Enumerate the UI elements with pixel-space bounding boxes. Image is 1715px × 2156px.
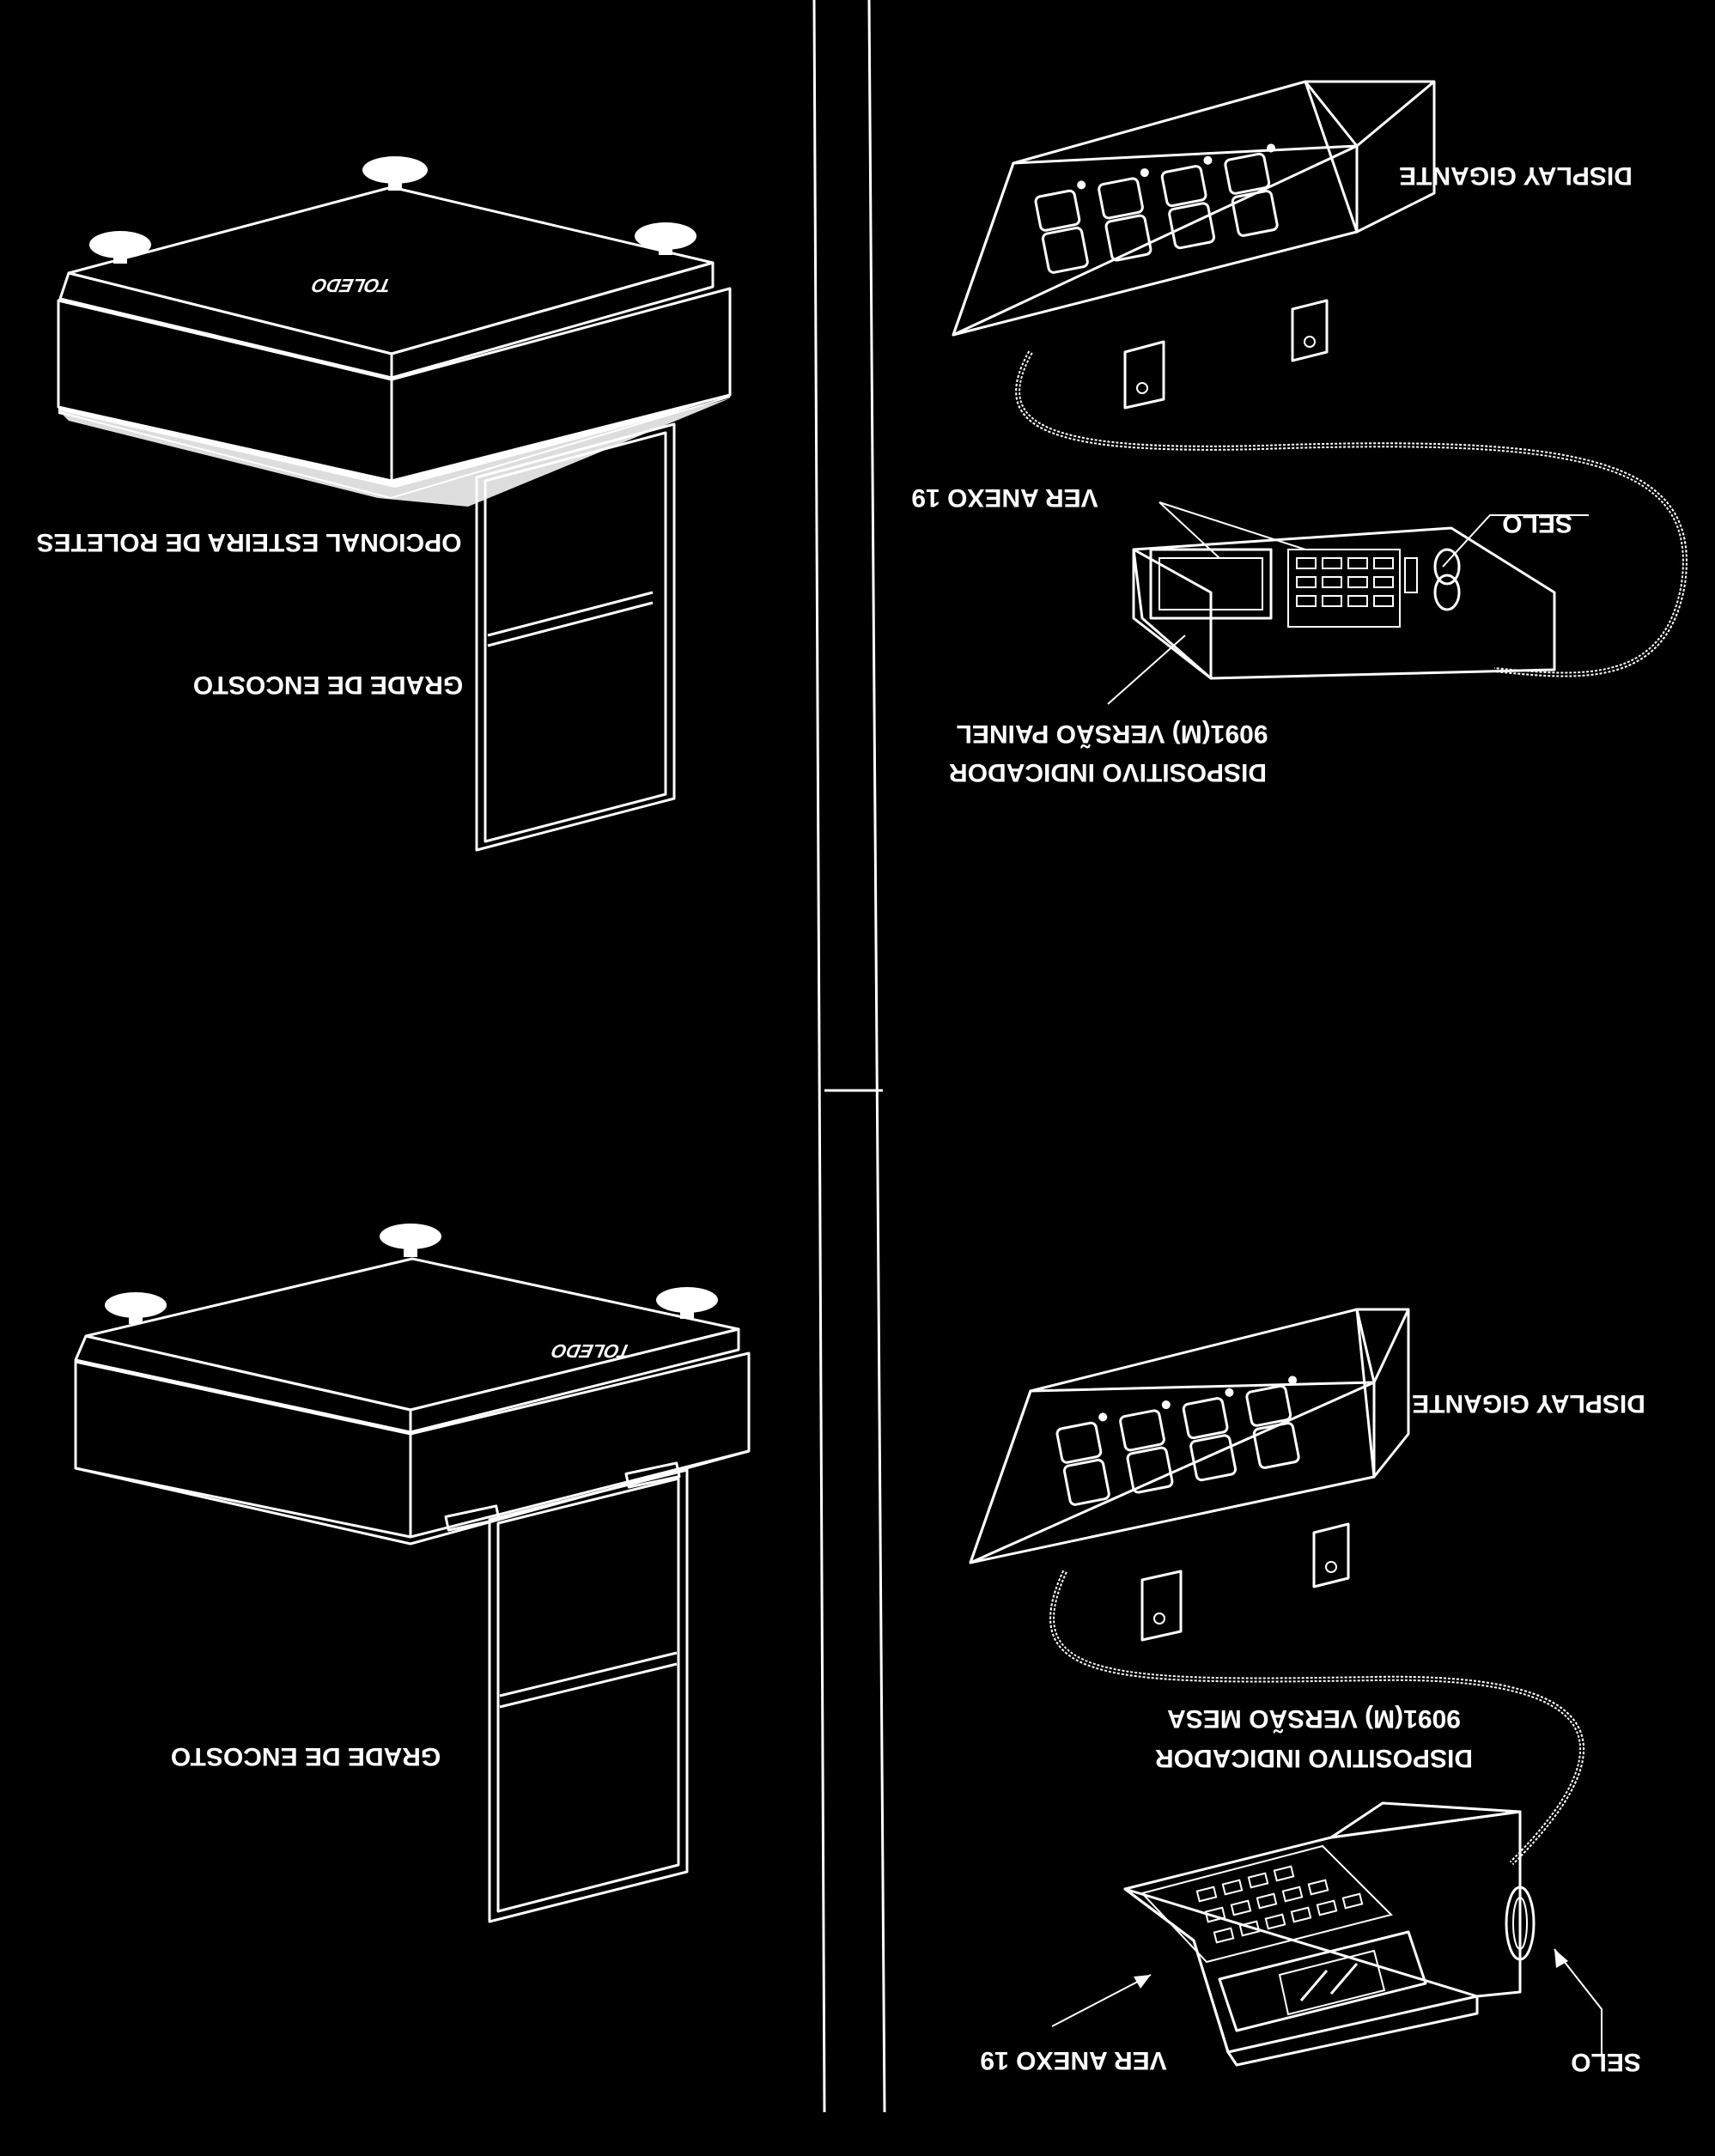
labels: OPCIONAL ESTEIRA DE ROLETES GRADE DE ENC…	[36, 161, 1645, 2076]
backrest-grid-bottom	[488, 1468, 689, 1923]
segment-digits-top	[1034, 143, 1279, 274]
segment-digits-bottom	[1055, 1376, 1300, 1506]
label-indicator-panel-line1: DISPOSITIVO INDICADOR	[949, 758, 1267, 786]
scale-platform-bottom: TOLEDO	[74, 1224, 751, 1546]
label-indicator-panel-line2: 9091(M) VERSÃO PAINEL	[957, 720, 1268, 749]
label-backrest-top: GRADE DE ENCOSTO	[193, 671, 464, 699]
panel-indicator-top	[1107, 501, 1589, 705]
giant-display-top	[952, 80, 1436, 410]
label-indicator-desk-line1: DISPOSITIVO INDICADOR	[1155, 1744, 1473, 1772]
label-roller-option: OPCIONAL ESTEIRA DE ROLETES	[36, 528, 461, 556]
label-seal-top: SELO	[1502, 509, 1572, 537]
scale-platform-top: TOLEDO	[57, 156, 732, 507]
label-indicator-desk-line2: 9091(M) VERSÃO MESA	[1167, 1704, 1461, 1734]
brand-label-top: TOLEDO	[310, 275, 392, 296]
cable-bottom	[1049, 1570, 1585, 1866]
cable-top	[1015, 350, 1688, 677]
label-display-bottom: DISPLAY GIGANTE	[1412, 1389, 1645, 1418]
brand-label-bottom: TOLEDO	[550, 1340, 632, 1362]
label-display-top: DISPLAY GIGANTE	[1399, 161, 1633, 190]
label-backrest-bottom: GRADE DE ENCOSTO	[171, 1742, 441, 1770]
center-divider	[812, 0, 886, 2113]
backrest-grid-top	[475, 422, 676, 852]
label-seal-bottom: SELO	[1571, 2048, 1641, 2076]
label-see-annex-top: VER ANEXO 19	[911, 483, 1098, 512]
giant-display-bottom	[969, 1308, 1410, 1642]
desk-indicator-bottom	[1051, 1801, 1602, 2067]
label-see-annex-bottom: VER ANEXO 19	[980, 2046, 1166, 2074]
